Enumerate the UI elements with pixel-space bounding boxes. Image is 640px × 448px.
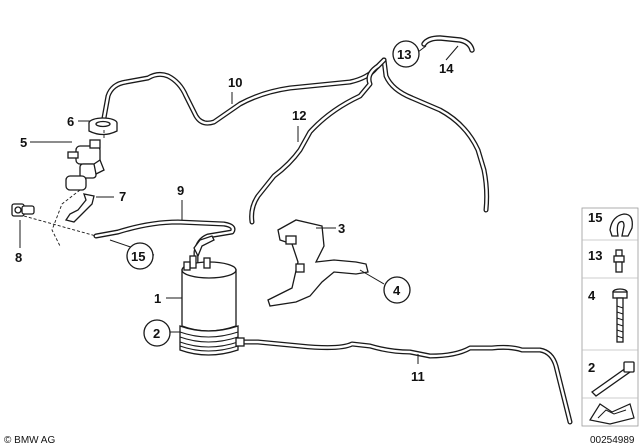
bracket-7 xyxy=(64,193,95,223)
callout-circle-13 xyxy=(392,40,420,68)
hose-12 xyxy=(249,57,387,225)
leader-13 xyxy=(417,45,427,53)
callout-3: 3 xyxy=(338,221,345,236)
purge-valve-5 xyxy=(65,139,105,191)
hose-branch-right xyxy=(381,57,490,213)
callout-14: 14 xyxy=(439,61,454,76)
dashed-guide-8 xyxy=(23,215,97,237)
callout-circle-2 xyxy=(143,319,171,347)
leader-14 xyxy=(445,45,459,61)
callout-13: 13 xyxy=(397,47,411,62)
callout-15: 15 xyxy=(131,249,145,264)
bracket-3 xyxy=(267,219,369,307)
carbon-canister-1 xyxy=(181,235,237,332)
hose-14 xyxy=(421,35,475,53)
callout-11: 11 xyxy=(411,369,425,384)
side-label-15: 15 xyxy=(588,210,602,225)
side-part-15-clip xyxy=(609,213,633,237)
callout-9: 9 xyxy=(177,183,184,198)
callout-circle-15 xyxy=(126,242,154,270)
dashed-guide-5 xyxy=(51,189,81,247)
callout-7: 7 xyxy=(119,189,126,204)
valve-ring-6 xyxy=(88,117,118,136)
callout-5: 5 xyxy=(20,135,27,150)
side-part-4-bolt xyxy=(612,288,628,343)
callout-2: 2 xyxy=(153,326,160,341)
side-label-4: 4 xyxy=(588,288,596,303)
canister-bottom-2 xyxy=(179,325,245,356)
side-part-13-fitting xyxy=(613,249,625,273)
side-part-2-cable-tie xyxy=(590,361,635,397)
hose-10 xyxy=(101,57,387,126)
callout-10: 10 xyxy=(228,75,242,90)
diagram-number: 00254989 xyxy=(590,435,635,446)
callout-12: 12 xyxy=(292,108,306,123)
callout-4: 4 xyxy=(393,283,401,298)
side-part-arrow-sheet xyxy=(589,403,635,425)
side-label-13: 13 xyxy=(588,248,602,263)
clamp-8 xyxy=(11,203,35,217)
callout-8: 8 xyxy=(15,250,22,265)
side-label-2: 2 xyxy=(588,360,595,375)
side-panel-frame xyxy=(581,207,639,427)
callout-circle-4 xyxy=(383,276,411,304)
copyright-text: © BMW AG xyxy=(4,435,55,446)
side-panel: 15 13 4 2 xyxy=(581,207,639,427)
callout-1: 1 xyxy=(154,291,161,306)
hose-11 xyxy=(229,339,573,425)
leader-4 xyxy=(359,269,385,285)
callout-6: 6 xyxy=(67,114,74,129)
